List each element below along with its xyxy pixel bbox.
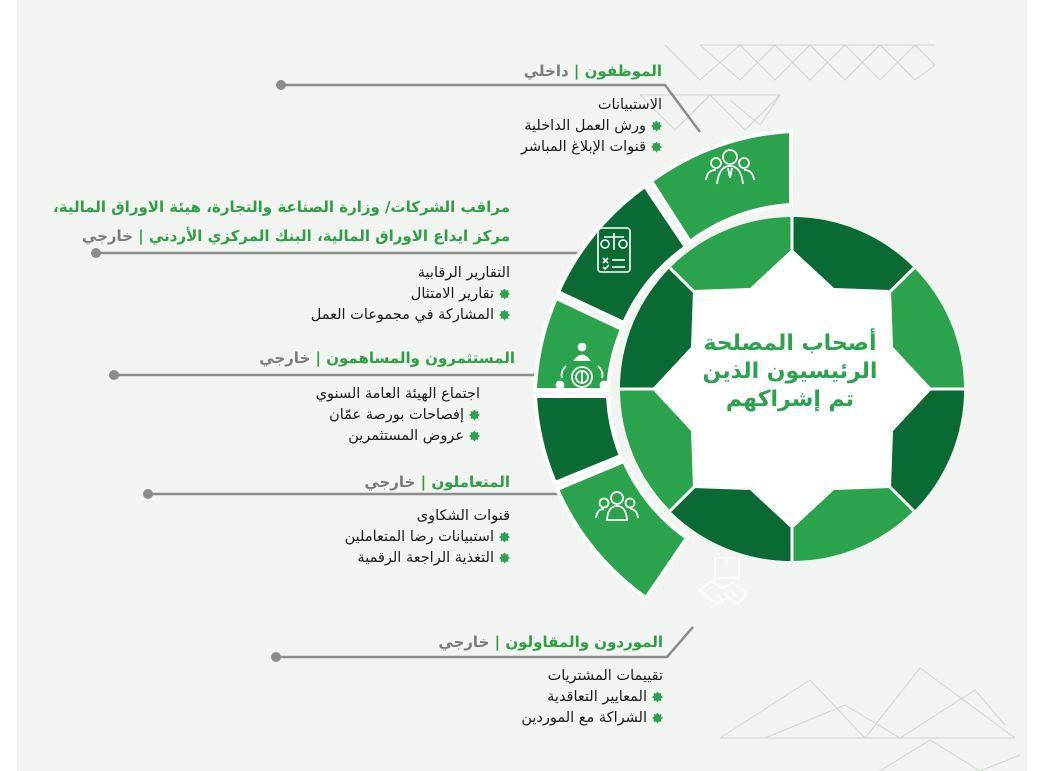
- engagement-list-customers: قنوات الشكاوى استبيانات رضا المتعاملين ا…: [345, 506, 510, 569]
- stakeholder-heading: الموردون والمقاولون | خارجي: [438, 633, 663, 651]
- ring-segment-suppliers: [554, 458, 690, 601]
- handshake-box-icon: [697, 557, 749, 606]
- decorative-triangles-bottom: [719, 667, 1021, 771]
- engagement-bullet-item: عروض المستثمرين: [316, 426, 480, 447]
- stakeholder-name: المستثمرون والمساهمون: [326, 349, 515, 367]
- engagement-bullet-item: المشاركة في مجموعات العمل: [311, 305, 510, 326]
- engagement-bullet-item: إفصاحات بورصة عمّان: [316, 405, 480, 426]
- stakeholder-heading: المتعاملون | خارجي: [364, 473, 510, 491]
- stakeholder-type: خارجي: [364, 473, 416, 491]
- engagement-item: تقييمات المشتريات: [547, 668, 663, 684]
- stakeholder-name-line-2: مركز ايداع الاوراق المالية، البنك المركز…: [148, 227, 510, 245]
- bullet-icon: [652, 712, 663, 724]
- ring-segment-customers: [532, 394, 624, 486]
- stakeholder-heading: المستثمرون والمساهمون | خارجي: [259, 349, 515, 367]
- stakeholder-regulators: مراقب الشركات/ وزارة الصناعة والتجارة، ه…: [53, 195, 510, 248]
- customers-group-icon: [595, 491, 639, 521]
- investors-coin-icon: [551, 342, 613, 398]
- stakeholder-type: خارجي: [438, 633, 490, 651]
- ring-segment-investors: [532, 295, 625, 392]
- leader-line-suppliers: [276, 626, 694, 659]
- stakeholder-name: الموظفون: [584, 62, 662, 80]
- center-title: أصحاب المصلحة الرئيسيون الذين تم إشراكهم: [676, 330, 904, 414]
- engagement-bullet-item: قنوات الإبلاغ المباشر: [521, 137, 662, 158]
- engagement-bullet-item: التغذية الراجعة الرقمية: [345, 548, 510, 569]
- leader-line-employees: [281, 83, 702, 133]
- stakeholder-employees: الموظفون | داخلي: [524, 59, 662, 83]
- engagement-item: الاستبيانات: [597, 97, 662, 113]
- stakeholder-name-line-1: مراقب الشركات/ وزارة الصناعة والتجارة، ه…: [53, 198, 510, 216]
- stakeholder-type: خارجي: [259, 349, 311, 367]
- bullet-icon: [469, 409, 480, 421]
- inner-circle: [620, 217, 965, 562]
- bullet-icon: [499, 288, 510, 300]
- center-title-line-3: تم إشراكهم: [725, 387, 855, 412]
- engagement-bullet-item: تقارير الامتثال: [311, 284, 510, 305]
- stakeholder-heading: الموظفون | داخلي: [523, 62, 662, 80]
- center-title-line-2: الرئيسيون الذين: [702, 359, 878, 384]
- stakeholder-customers: المتعاملون | خارجي: [364, 470, 510, 494]
- engagement-list-suppliers: تقييمات المشتريات المعايير التعاقدية الش…: [521, 666, 663, 729]
- leader-line-dots: [91, 80, 286, 662]
- center-title-line-1: أصحاب المصلحة: [703, 331, 877, 356]
- bullet-icon: [651, 141, 662, 153]
- employees-group-icon: [705, 149, 755, 185]
- stakeholder-type: خارجي: [81, 227, 133, 245]
- engagement-bullet-item: استبيانات رضا المتعاملين: [345, 527, 510, 548]
- bullet-icon: [499, 309, 510, 321]
- engagement-item: التقارير الرقابية: [417, 265, 510, 281]
- ring-segment-employees: [648, 128, 793, 245]
- engagement-list-employees: الاستبيانات ورش العمل الداخلية قنوات الإ…: [521, 95, 662, 158]
- outer-ring: [532, 128, 793, 601]
- regulatory-document-icon: [597, 227, 631, 273]
- stakeholder-suppliers: الموردون والمقاولون | خارجي: [438, 630, 663, 654]
- decorative-triangles-top: [639, 44, 936, 131]
- stakeholder-investors: المستثمرون والمساهمون | خارجي: [259, 346, 515, 370]
- stakeholder-name: الموردون والمقاولون: [505, 633, 663, 651]
- center-star: [652, 249, 932, 529]
- bullet-icon: [652, 691, 663, 703]
- engagement-list-regulators: التقارير الرقابية تقارير الامتثال المشار…: [311, 263, 510, 326]
- ring-segment-regulators: [555, 183, 689, 326]
- engagement-item: اجتماع الهيئة العامة السنوي: [315, 386, 480, 402]
- stakeholder-name: المتعاملون: [431, 473, 510, 491]
- engagement-bullet-item: ورش العمل الداخلية: [521, 116, 662, 137]
- engagement-item: قنوات الشكاوى: [416, 508, 510, 524]
- bullet-icon: [651, 120, 662, 132]
- bullet-icon: [499, 552, 510, 564]
- stakeholder-type: داخلي: [523, 62, 569, 80]
- engagement-bullet-item: المعايير التعاقدية: [521, 687, 663, 708]
- bullet-icon: [469, 430, 480, 442]
- bullet-icon: [499, 531, 510, 543]
- engagement-list-investors: اجتماع الهيئة العامة السنوي إفصاحات بورص…: [316, 384, 480, 447]
- engagement-bullet-item: الشراكة مع الموردين: [521, 708, 663, 729]
- stakeholder-heading: مركز ايداع الاوراق المالية، البنك المركز…: [81, 227, 510, 245]
